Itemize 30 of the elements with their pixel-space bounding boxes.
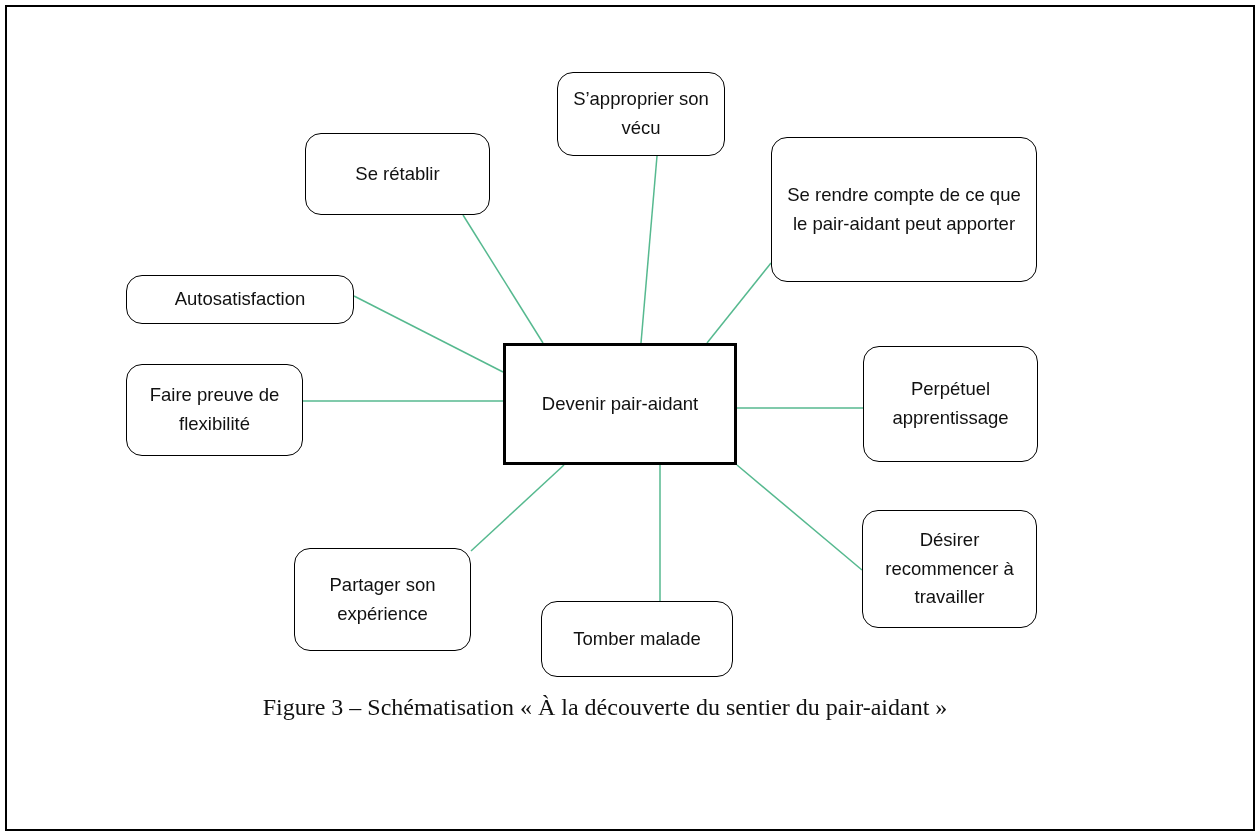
connector-line xyxy=(736,407,864,409)
connector-line xyxy=(736,464,863,571)
box-text: Autosatisfaction xyxy=(174,287,306,312)
connector-line xyxy=(462,214,544,344)
connector-line xyxy=(640,155,658,344)
topic-box xyxy=(294,548,471,651)
connector-line xyxy=(353,295,504,373)
box-text: Partager son expérience xyxy=(328,572,437,626)
box-text: Désirer recommencer à travailler xyxy=(884,528,1015,610)
topic-box xyxy=(541,601,733,677)
box-text: Perpétuel apprentissage xyxy=(891,377,1010,430)
connector-line xyxy=(706,262,772,344)
box-text: Se rétablir xyxy=(355,161,440,186)
connector-line xyxy=(470,464,565,552)
topic-box xyxy=(305,133,490,215)
topic-box xyxy=(862,510,1037,628)
topic-box xyxy=(126,364,303,456)
connector-line xyxy=(659,464,661,602)
topic-box xyxy=(126,275,354,324)
box-text: S’approprier son vécu xyxy=(572,87,710,140)
box-text: Tomber malade xyxy=(573,626,701,651)
box-text: Devenir pair-aidant xyxy=(541,391,699,416)
topic-box xyxy=(863,346,1038,462)
box-text: Se rendre compte de ce que le pair-aidant peut apporter xyxy=(786,182,1022,236)
topic-box xyxy=(771,137,1037,282)
box-text: Faire preuve de flexibilité xyxy=(148,383,281,436)
topic-box xyxy=(557,72,725,156)
figure-caption: Figure 3 – Schématisation « À la découverte du sentier du pair-aidant » xyxy=(261,694,949,721)
central-box xyxy=(503,343,737,465)
connector-line xyxy=(302,400,504,402)
